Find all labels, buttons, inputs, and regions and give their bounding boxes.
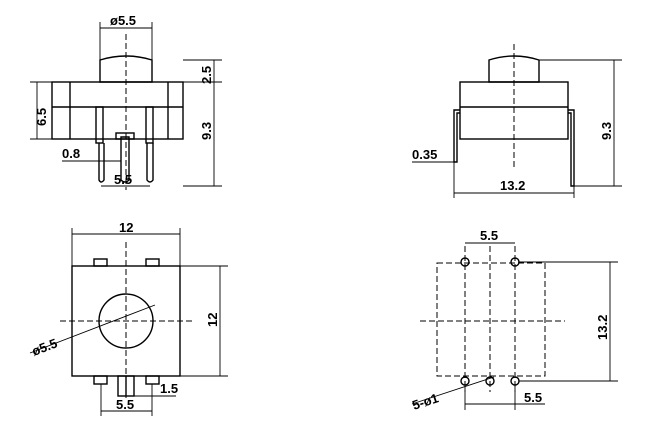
top-view: 12 12 ø5.5 1.5 5.5 [30, 220, 228, 416]
front-pin-pitch-label: 5.5 [114, 172, 132, 187]
side-total-height-label: 9.3 [599, 122, 614, 140]
pcb-top-pitch-label: 5.5 [480, 228, 498, 243]
top-height-label: 12 [205, 313, 220, 327]
front-pins [95, 106, 154, 183]
side-pin-thickness-label: 0.35 [412, 147, 437, 162]
pcb-holes-label: 5-ø1 [410, 390, 440, 413]
top-button-dia-label: ø5.5 [30, 335, 60, 358]
side-left-lead [453, 109, 460, 163]
top-tab-width-label: 1.5 [160, 381, 178, 396]
top-width-label: 12 [119, 220, 133, 235]
front-body-height-label: 6.5 [34, 108, 49, 126]
front-view: ø5.5 2.5 9.3 6.5 0.8 5.5 [30, 13, 222, 190]
top-pin-pitch-label: 5.5 [116, 397, 134, 412]
side-button [488, 55, 540, 83]
pcb-outline [436, 262, 546, 377]
front-body [51, 81, 184, 140]
pcb-layout-view: 5.5 13.2 5.5 5-ø1 [410, 228, 618, 413]
front-button-dia-label: ø5.5 [110, 13, 136, 28]
side-view: 9.3 0.35 13.2 [412, 44, 622, 198]
side-width-label: 13.2 [500, 178, 525, 193]
front-button-height-label: 2.5 [199, 66, 214, 84]
pcb-bottom-pitch-label: 5.5 [524, 390, 542, 405]
front-pin-width-label: 0.8 [62, 146, 80, 161]
side-right-lead [568, 109, 575, 187]
pcb-height-label: 13.2 [595, 315, 610, 340]
front-total-height-label: 9.3 [199, 122, 214, 140]
front-button [99, 55, 153, 83]
